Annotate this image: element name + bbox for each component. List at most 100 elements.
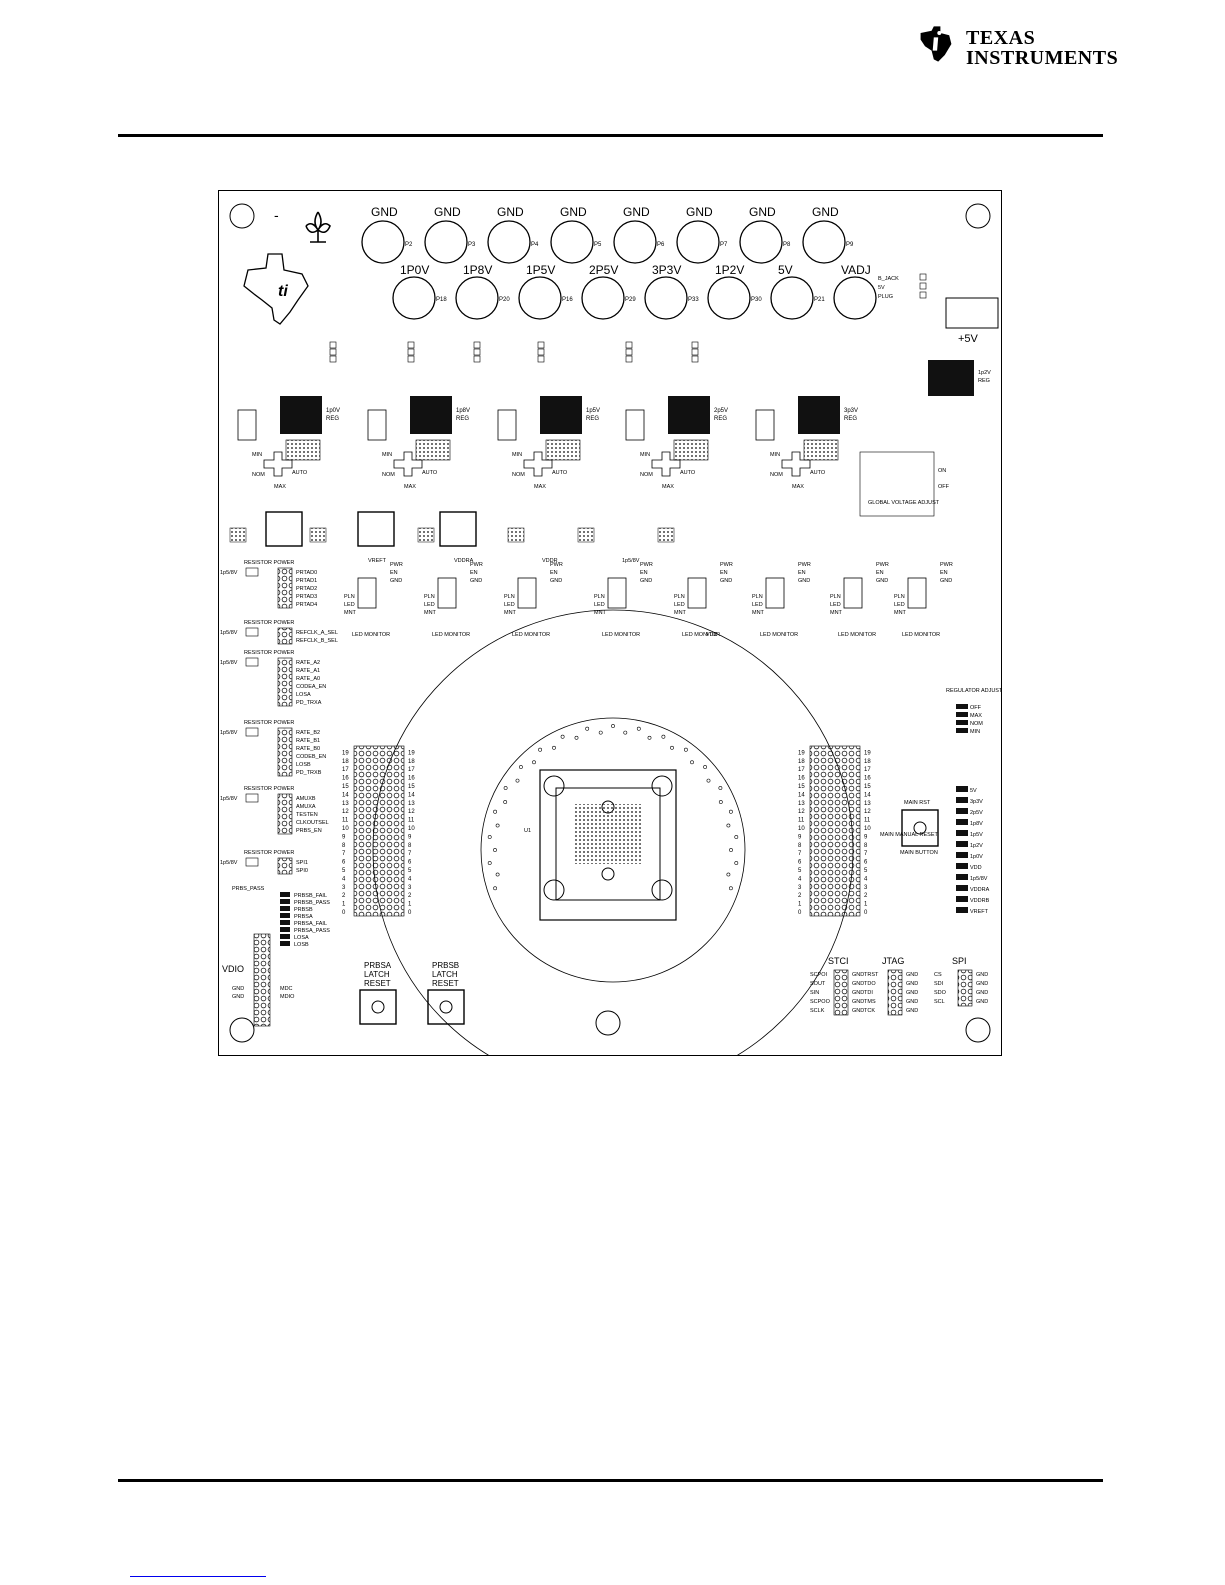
pin-number: 13: [342, 801, 349, 807]
led-monitor-label: LED MONITOR: [902, 632, 940, 638]
via: [598, 730, 603, 735]
header-signal-label: SPI1: [296, 860, 308, 866]
led-row-label: LED: [344, 602, 355, 608]
pin-number: 12: [864, 809, 871, 815]
status-led: [280, 920, 290, 925]
adjust-level-label: MAX: [970, 713, 982, 719]
led-pin-label: PWR: [798, 562, 811, 568]
nom-label: NOM: [252, 472, 265, 478]
pin-number: 10: [864, 826, 871, 832]
adjust-led: [956, 728, 968, 733]
pin-number: 17: [798, 767, 805, 773]
via: [515, 778, 520, 783]
pin-number: 19: [408, 750, 415, 756]
led-pin-label: GND: [390, 578, 402, 584]
pin-number: 11: [408, 818, 415, 824]
header-signal-label: RATE_B2: [296, 730, 320, 736]
header-signal-label: PRTAD2: [296, 586, 317, 592]
status-led: [280, 927, 290, 932]
pin-number: 2: [798, 893, 802, 899]
connector-title: JTAG: [882, 956, 904, 966]
max-label: MAX: [274, 484, 286, 490]
gnd-pad-label: GND: [560, 205, 587, 219]
rail-led: [956, 797, 968, 803]
led-row-label: MNT: [504, 610, 517, 616]
gnd-banana-jack: [802, 220, 846, 264]
regulator-ic: [668, 396, 710, 434]
jumper-pin: [537, 341, 545, 349]
connector-header: [887, 969, 903, 1016]
rail-led: [956, 874, 968, 880]
mosfet: [545, 439, 581, 461]
brand-line2: INSTRUMENTS: [966, 47, 1119, 69]
min-label: MIN: [640, 452, 650, 458]
pin-number: 3: [798, 885, 802, 891]
pin-number: 3: [342, 885, 346, 891]
pin-number: 4: [342, 876, 346, 882]
header-array-right: [809, 745, 861, 917]
capacitor: [507, 527, 525, 543]
resistor-header: [277, 567, 293, 609]
connector-pin-right: GND: [906, 972, 918, 978]
status-label: LOSB: [294, 942, 309, 948]
status-label: PRBSB_PASS: [294, 900, 330, 906]
header-signal-label: AMUXB: [296, 796, 316, 802]
gnd-pad-ref: P3: [468, 242, 476, 248]
pin-number: 16: [864, 776, 871, 782]
header-signal-label: PD_TRXB: [296, 770, 322, 776]
latch-label: RESET: [364, 979, 391, 988]
prbs-pass-label: PRBS_PASS: [232, 886, 265, 892]
driver-ic: [497, 409, 517, 441]
status-led: [280, 892, 290, 897]
gnd-pad-label: GND: [434, 205, 461, 219]
via: [647, 735, 652, 740]
pin-number: 15: [342, 784, 349, 790]
power-jumper: [245, 567, 259, 577]
rail-label: 1p5/8V: [220, 630, 238, 636]
rail-led: [956, 819, 968, 825]
jumper-pin: [625, 341, 633, 349]
led-row-label: MNT: [424, 610, 437, 616]
rail-label: 1p5/8V: [220, 796, 238, 802]
status-label: PRBSA_FAIL: [294, 921, 327, 927]
led-row-label: PLN: [752, 594, 763, 600]
pin-number: 1: [408, 902, 412, 908]
status-led: [280, 913, 290, 918]
main-button-label: MAIN BUTTON: [900, 850, 938, 856]
status-led: [280, 941, 290, 946]
rail-led-label: 1p5V: [970, 832, 983, 838]
resistor-header: [277, 727, 293, 777]
driver-ic: [625, 409, 645, 441]
led-row-label: PLN: [504, 594, 515, 600]
rail-led: [956, 830, 968, 836]
latch-button-cap: [439, 1000, 453, 1014]
led-row-label: MNT: [752, 610, 765, 616]
pin-number: 7: [408, 851, 412, 857]
pin-number: 10: [408, 826, 415, 832]
via: [703, 765, 708, 769]
pin-number: 1: [864, 902, 868, 908]
pin-number: 18: [408, 759, 415, 765]
rail-led-label: 1p5/8V: [970, 876, 988, 882]
header-signal-label: PRTAD0: [296, 570, 317, 576]
header-signal-label: RATE_A2: [296, 660, 320, 666]
supply-pad-label: 1P0V: [400, 263, 429, 277]
header-signal-label: RATE_A1: [296, 668, 320, 674]
adjust-led: [956, 712, 968, 717]
connector-pin-right: GND: [852, 1008, 864, 1014]
pin-number: 0: [342, 910, 346, 916]
led-pin-label: GND: [798, 578, 810, 584]
led-pin-label: GND: [720, 578, 732, 584]
led-pin-label: EN: [940, 570, 948, 576]
via: [487, 861, 492, 865]
max-label: MAX: [534, 484, 546, 490]
connector-pin-left: SCPOO: [810, 999, 831, 1005]
nom-label: NOM: [512, 472, 525, 478]
footer-link-underline[interactable]: [130, 1576, 266, 1577]
pin-number: 4: [864, 876, 868, 882]
led-pin-label: EN: [720, 570, 728, 576]
pin-number: 1: [798, 902, 802, 908]
led-row-label: LED: [752, 602, 763, 608]
gnd-pad-label: GND: [623, 205, 650, 219]
